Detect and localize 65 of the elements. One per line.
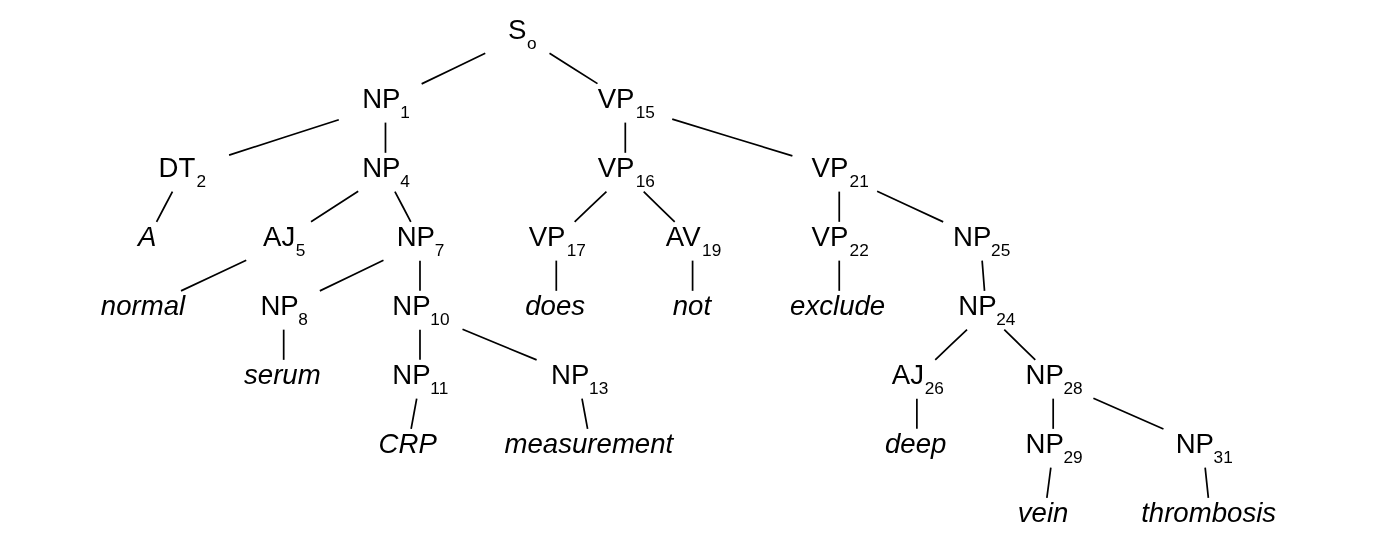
node-text: NP$_{28}$ bbox=[1025, 358, 1083, 398]
node-text: VP$_{17}$ bbox=[528, 220, 586, 260]
node-text: NP$_{7}$ bbox=[396, 220, 445, 260]
connector bbox=[916, 397, 918, 430]
node-text: serum bbox=[244, 358, 321, 390]
connector bbox=[1204, 466, 1210, 499]
node-text: NP$_{25}$ bbox=[953, 220, 1011, 260]
node-text: AJ$_{26}$ bbox=[891, 358, 944, 398]
connector bbox=[838, 190, 841, 223]
node-text: NP$_{10}$ bbox=[392, 289, 450, 329]
connector bbox=[555, 259, 558, 292]
node-text: exclude bbox=[790, 289, 886, 321]
connector bbox=[573, 190, 608, 223]
connector bbox=[981, 259, 986, 292]
node-text: VP$_{22}$ bbox=[811, 220, 869, 260]
connector bbox=[1046, 466, 1052, 499]
node-text: NP$_{1}$ bbox=[362, 82, 410, 122]
connector bbox=[228, 118, 340, 156]
node-text: AV$_{19}$ bbox=[665, 220, 722, 260]
connector bbox=[838, 259, 841, 292]
node-text: A bbox=[137, 220, 157, 252]
connector bbox=[581, 397, 589, 430]
node-text: NP$_{4}$ bbox=[362, 151, 410, 191]
connector bbox=[419, 259, 421, 292]
connector bbox=[934, 328, 968, 361]
node-text: VP$_{21}$ bbox=[811, 151, 869, 191]
node-text: NP$_{29}$ bbox=[1025, 427, 1083, 467]
connector bbox=[180, 259, 248, 292]
connector bbox=[1052, 397, 1055, 430]
connector bbox=[642, 190, 676, 223]
connector bbox=[282, 328, 285, 361]
connector bbox=[410, 397, 418, 430]
node-text: measurement bbox=[504, 427, 674, 459]
connector bbox=[420, 52, 487, 85]
node-text: S$_{o}$ bbox=[507, 13, 537, 53]
connector bbox=[155, 190, 174, 223]
node-text: AJ$_{5}$ bbox=[262, 220, 306, 260]
connector bbox=[461, 328, 538, 361]
node-text: VP$_{16}$ bbox=[597, 151, 655, 191]
node-text: CRP bbox=[378, 427, 437, 459]
node-text: DT$_{2}$ bbox=[158, 151, 207, 191]
node-text: NP$_{8}$ bbox=[260, 289, 308, 329]
connector bbox=[1003, 328, 1037, 361]
node-text: not bbox=[672, 289, 712, 321]
connector bbox=[548, 52, 599, 85]
node-text: normal bbox=[100, 289, 186, 321]
node-text: does bbox=[525, 289, 586, 321]
node-text: NP$_{24}$ bbox=[958, 289, 1016, 329]
connector bbox=[671, 118, 794, 157]
node-text: VP$_{15}$ bbox=[597, 82, 655, 122]
connector bbox=[876, 190, 945, 223]
connector bbox=[319, 259, 385, 292]
connector bbox=[624, 121, 627, 154]
connector bbox=[1092, 397, 1165, 430]
connector bbox=[310, 190, 360, 223]
connector bbox=[384, 121, 387, 154]
node-text: NP$_{11}$ bbox=[392, 358, 449, 398]
node-text: deep bbox=[884, 427, 947, 459]
connector bbox=[691, 259, 694, 292]
node-text: thrombosis bbox=[1141, 496, 1277, 528]
node-text: NP$_{31}$ bbox=[1175, 427, 1233, 467]
node-text: vein bbox=[1017, 496, 1069, 528]
connector bbox=[419, 328, 421, 361]
node-text: NP$_{13}$ bbox=[551, 358, 609, 398]
connector bbox=[394, 190, 412, 223]
